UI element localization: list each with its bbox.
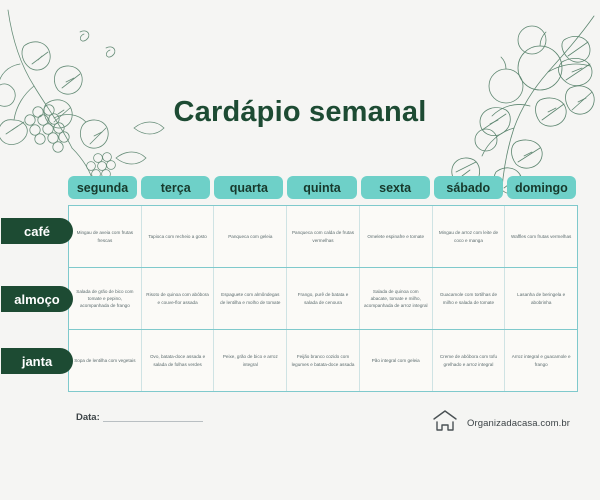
meal-label-cafe[interactable]: café — [1, 218, 73, 244]
day-header-segunda[interactable]: segunda — [68, 176, 138, 199]
menu-cell-cafe-segunda[interactable]: Mingau de aveia com frutas frescas — [69, 206, 142, 267]
day-header-domingo[interactable]: domingo — [506, 176, 576, 199]
menu-cell-cafe-domingo[interactable]: Waffles com frutas vermelhas — [511, 233, 572, 239]
menu-cell-almoco-sexta[interactable]: Salada de quinoa com abacate, tomate e m… — [360, 268, 433, 329]
menu-cell-janta-quinta[interactable]: Feijão branco cozido com legumes e batat… — [287, 330, 360, 391]
footer: Data: Organizadacasa.com.br — [0, 405, 600, 455]
brand-name: Organizadacasa.com.br — [467, 418, 570, 429]
day-header-sabado[interactable]: sábado — [433, 176, 503, 199]
menu-cell-cafe-quarta[interactable]: Panqueca com geleia — [214, 206, 288, 267]
menu-cell-cafe-quinta[interactable]: Panqueca com calda de frutas vermelhas — [287, 206, 360, 267]
menu-cell-cafe-terca[interactable]: Tapioca com recheio a gosto — [142, 206, 215, 267]
menu-cell-janta-domingo[interactable]: Arroz integral e guacamole e frango — [511, 354, 571, 367]
menu-cell-almoco-domingo[interactable]: Lasanha de beringela e abobrinha — [517, 292, 566, 305]
date-field[interactable]: Data: — [76, 413, 203, 423]
day-header-row: segunda terça quarta quinta sexta sábado… — [68, 176, 576, 199]
day-header-quinta[interactable]: quinta — [287, 176, 357, 199]
menu-grid: café Mingau de aveia com frutas frescas … — [1, 205, 578, 392]
day-header-terca[interactable]: terça — [141, 176, 211, 199]
menu-cell-janta-segunda[interactable]: Sopa de lentilha com vegetais — [69, 330, 142, 391]
menu-cell-janta-quarta[interactable]: Peixe, grão de bico e arroz integral — [214, 330, 288, 391]
menu-cell-janta-sabado[interactable]: Creme de abóbora com tofu grelhado e arr… — [433, 330, 506, 391]
meal-row-janta: janta Sopa de lentilha com vegetais Ovo,… — [1, 330, 577, 391]
meal-label-almoco[interactable]: almoço — [1, 286, 73, 312]
menu-cell-janta-terca[interactable]: Ovo, batata-doce assada e salada de folh… — [142, 330, 215, 391]
menu-cell-almoco-sabado[interactable]: Guacamole com tortilhas de milho e salad… — [433, 268, 506, 329]
menu-cell-almoco-segunda[interactable]: Salada de grão de bico com tomate e pepi… — [69, 268, 142, 329]
day-header-quarta[interactable]: quarta — [214, 176, 284, 199]
house-logo-icon — [432, 409, 458, 438]
page-title: Cardápio semanal — [173, 96, 427, 128]
menu-cell-cafe-sabado[interactable]: Mingau de arroz com leite de coco e mang… — [433, 206, 506, 267]
menu-cell-almoco-quinta[interactable]: Frango, purê de batata e salada de cenou… — [287, 268, 360, 329]
meal-row-cafe: café Mingau de aveia com frutas frescas … — [1, 206, 577, 268]
meal-label-janta[interactable]: janta — [1, 348, 73, 374]
menu-cell-almoco-terca[interactable]: Risoto de quinoa com abóbora e couve-flo… — [142, 268, 215, 329]
menu-cell-almoco-quarta[interactable]: Espaguete com almôndegas de lentilha e m… — [214, 268, 288, 329]
date-label: Data: — [76, 412, 100, 423]
brand-block: Organizadacasa.com.br — [432, 409, 570, 438]
day-header-sexta[interactable]: sexta — [360, 176, 430, 199]
menu-cell-cafe-sexta[interactable]: Omelete espinafre e tomate — [360, 206, 433, 267]
meal-row-almoco: almoço Salada de grão de bico com tomate… — [1, 268, 577, 330]
menu-cell-janta-sexta[interactable]: Pão integral com geleia — [360, 330, 433, 391]
date-input-line[interactable] — [102, 420, 203, 422]
